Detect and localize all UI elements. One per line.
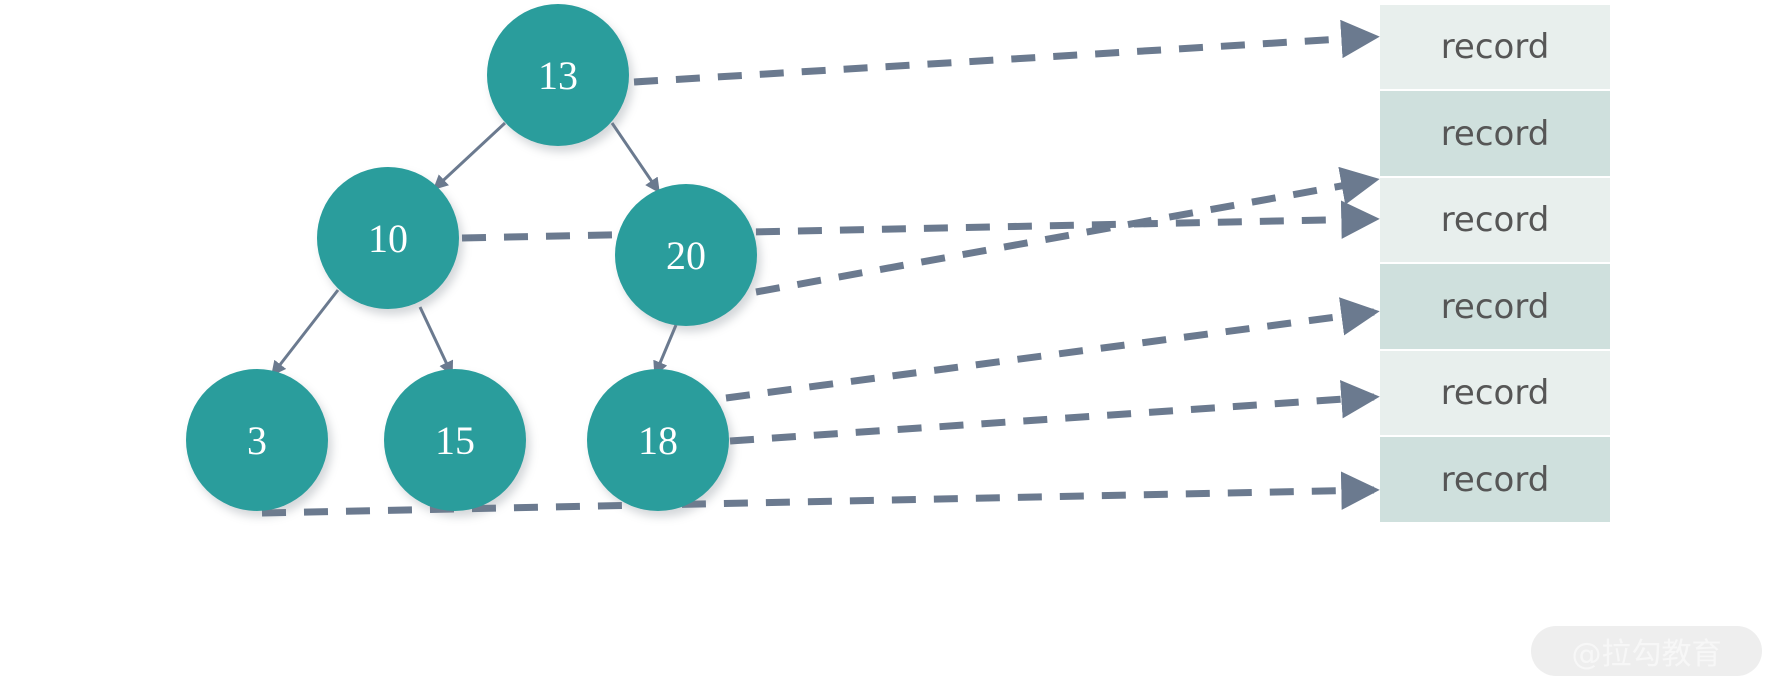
pointer-18-to-record-5	[729, 380, 1380, 445]
record-block[interactable]: record	[1380, 264, 1610, 349]
tree-node-20[interactable]: 20	[615, 184, 757, 326]
tree-node-label: 13	[538, 52, 578, 98]
tree-node-label: 20	[666, 232, 706, 278]
pointer-13-to-record-1	[633, 19, 1380, 86]
tree-edge-13-20	[610, 122, 661, 194]
record-label: record	[1440, 459, 1550, 500]
tree-node-13[interactable]: 13	[487, 4, 629, 146]
record-block[interactable]: record	[1380, 437, 1610, 522]
pointer-20-to-record-2	[755, 166, 1380, 296]
watermark-text: @拉勾教育	[1571, 637, 1722, 672]
tree-edge-13-10	[432, 121, 507, 191]
record-label: record	[1440, 286, 1550, 327]
record-label: record	[1440, 113, 1550, 154]
tree-node-label: 10	[368, 215, 408, 261]
tree-node-label: 15	[435, 417, 475, 463]
tree-node-3[interactable]: 3	[186, 369, 328, 511]
record-block[interactable]: record	[1380, 178, 1610, 262]
tree-edge-20-18	[653, 324, 678, 377]
tree-node-15[interactable]: 15	[384, 369, 526, 511]
watermark-badge: @拉勾教育	[1531, 626, 1762, 676]
tree-edge-10-3	[270, 289, 340, 377]
record-label: record	[1440, 27, 1550, 67]
tree-node-18[interactable]: 18	[587, 369, 729, 511]
record-label: record	[1440, 373, 1550, 413]
record-block[interactable]: record	[1380, 91, 1610, 176]
record-label: record	[1440, 200, 1550, 240]
tree-node-label: 3	[247, 417, 267, 463]
pointer-10-to-record-3	[461, 200, 1380, 242]
record-block[interactable]: record	[1380, 351, 1610, 435]
tree-edge-10-15	[418, 306, 454, 377]
tree-node-10[interactable]: 10	[317, 167, 459, 309]
tree-node-label: 18	[638, 417, 678, 463]
pointer-18-to-record-4	[725, 297, 1380, 402]
record-block[interactable]: record	[1380, 5, 1610, 89]
